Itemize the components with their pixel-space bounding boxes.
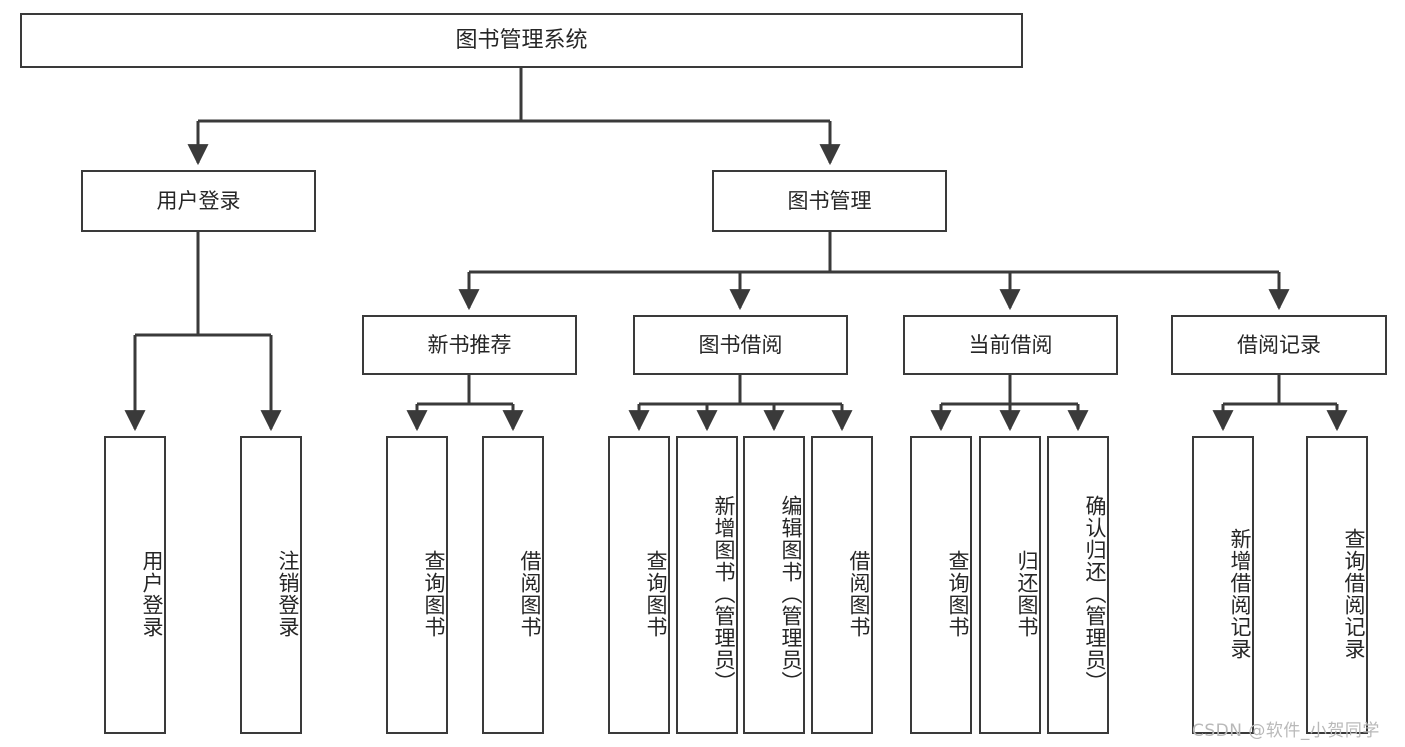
leaf-add-borrow-record[interactable]: 新增借阅记录	[1192, 436, 1254, 734]
node-book-borrow[interactable]: 图书借阅	[633, 315, 848, 375]
leaf-query-book-current[interactable]: 查询图书	[910, 436, 972, 734]
leaf-query-borrow-record[interactable]: 查询借阅记录	[1306, 436, 1368, 734]
leaf-query-book-borrow[interactable]: 查询图书	[608, 436, 670, 734]
leaf-return-book[interactable]: 归还图书	[979, 436, 1041, 734]
node-current-borrow[interactable]: 当前借阅	[903, 315, 1118, 375]
node-book-manage[interactable]: 图书管理	[712, 170, 947, 232]
leaf-logout-login[interactable]: 注销登录	[240, 436, 302, 734]
leaf-edit-book-admin[interactable]: 编辑图书（管理员）	[743, 436, 805, 734]
leaf-user-login[interactable]: 用户登录	[104, 436, 166, 734]
leaf-confirm-return-admin[interactable]: 确认归还（管理员）	[1047, 436, 1109, 734]
leaf-add-book-admin[interactable]: 新增图书（管理员）	[676, 436, 738, 734]
node-borrow-record[interactable]: 借阅记录	[1171, 315, 1387, 375]
leaf-borrow-book-new-book[interactable]: 借阅图书	[482, 436, 544, 734]
node-user-login[interactable]: 用户登录	[81, 170, 316, 232]
node-root-book-management-system[interactable]: 图书管理系统	[20, 13, 1023, 68]
csdn-watermark: CSDN @软件_小贺同学	[1192, 721, 1380, 741]
leaf-borrow-book-borrow[interactable]: 借阅图书	[811, 436, 873, 734]
leaf-query-book-new-book[interactable]: 查询图书	[386, 436, 448, 734]
node-new-book-recommend[interactable]: 新书推荐	[362, 315, 577, 375]
